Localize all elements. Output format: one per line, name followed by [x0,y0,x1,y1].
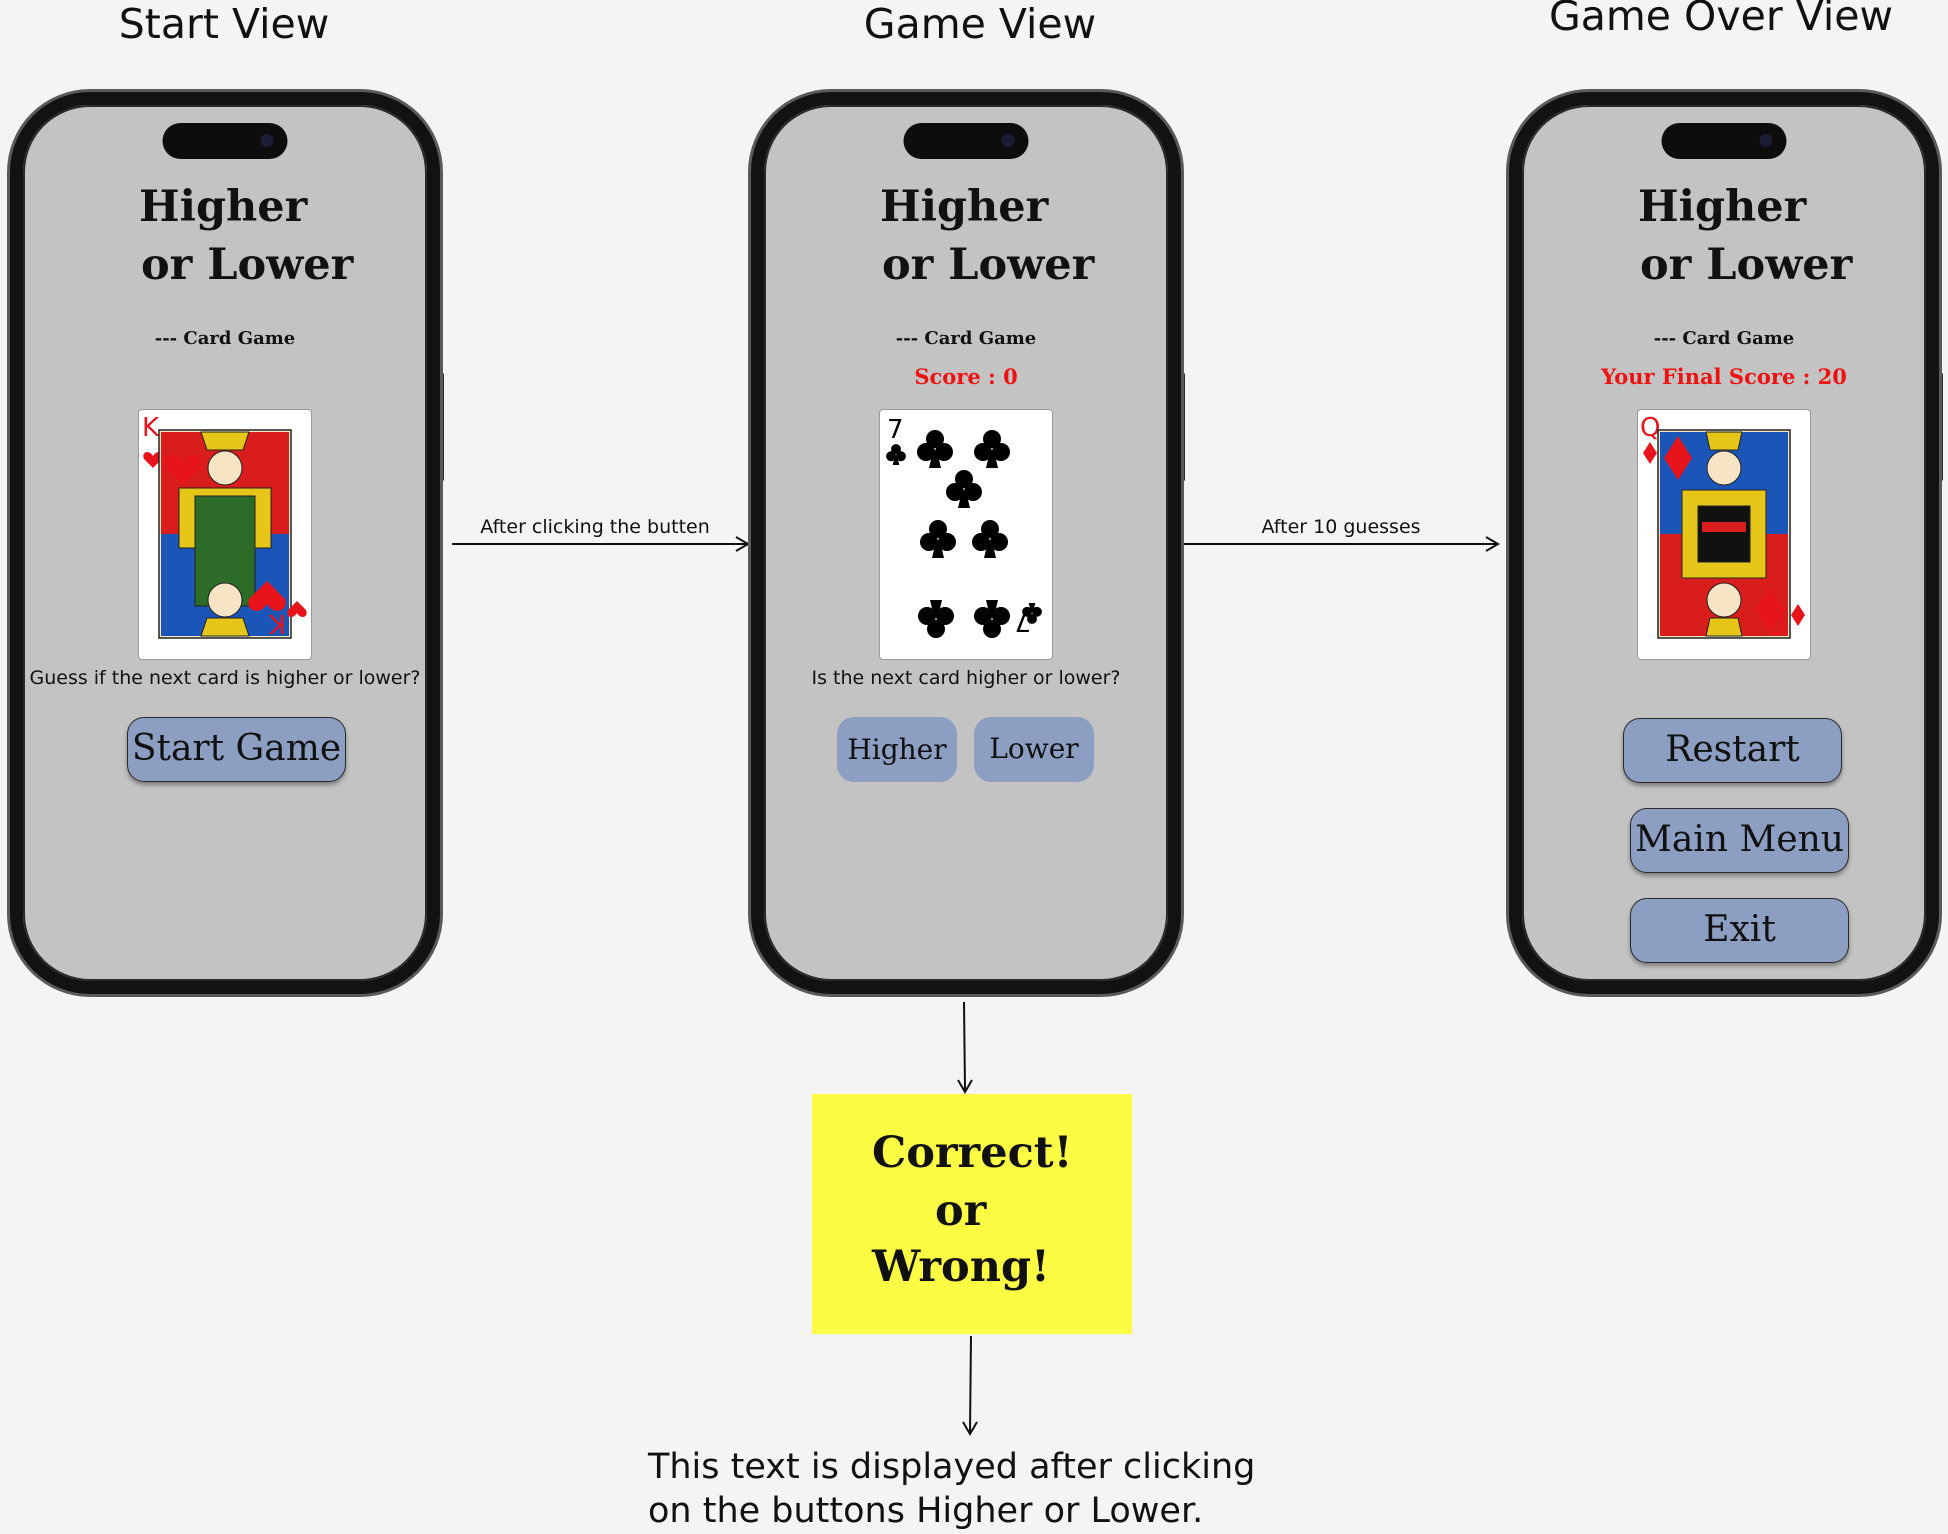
main-menu-button[interactable]: Main Menu [1630,808,1849,873]
playing-card-queen-of-diamonds: Q Q [1637,409,1811,660]
app-subtitle: --- Card Game [154,328,296,349]
app-title-line2: or Lower [141,240,354,290]
note-caption-line1: This text is displayed after clicking [648,1447,1256,1487]
app-title-line1: Higher [1638,182,1807,232]
app-title-line2: or Lower [882,240,1095,290]
card-rank: Q [1766,608,1786,638]
card-rank: Q [1640,413,1660,443]
note-line-correct: Correct! [872,1128,1073,1178]
prompt-text: Guess if the next card is higher or lowe… [29,667,421,689]
card-rank: 7 [887,415,904,445]
card-rank: 7 [1014,606,1031,636]
prompt-text: Is the next card higher or lower? [811,667,1121,689]
phone-game-over-view: Higher or Lower --- Card Game Your Final… [1509,92,1939,994]
restart-button[interactable]: Restart [1623,718,1842,783]
card-rank: K [268,608,286,638]
phone-side-button [1178,372,1185,482]
dynamic-island [1661,123,1787,159]
playing-card-seven-of-clubs: 7 7 [879,409,1053,660]
camera-icon [1001,134,1015,147]
note-caption-line2: on the buttons Higher or Lower. [648,1491,1204,1531]
score-text: Score : 0 [914,364,1018,389]
arrow-label-start-to-game: After clicking the butten [480,516,710,538]
app-title: Higher or Lower [23,178,427,294]
view-title-game-over: Game Over View [1548,0,1894,40]
note-caption: This text is displayed after clicking on… [648,1445,1288,1533]
app-subtitle: --- Card Game [895,328,1037,349]
final-score-text: Your Final Score : 20 [1601,364,1847,389]
playing-card-king-of-hearts: K K [138,409,312,660]
app-title-line2: or Lower [1640,240,1853,290]
phone-side-button [437,372,444,482]
dynamic-island [903,123,1029,159]
app-title-line1: Higher [139,182,308,232]
phone-game-view: Higher or Lower --- Card Game Score : 0 … [751,92,1181,994]
card-face-icon: Q Q [1640,413,1805,639]
right-arrow-icon [1184,536,1500,552]
lower-button[interactable]: Lower [974,717,1094,782]
card-rank: K [142,413,160,443]
app-title: Higher or Lower [764,178,1168,294]
higher-button[interactable]: Higher [837,717,957,782]
right-arrow-icon [452,536,750,552]
camera-icon [260,134,274,147]
arrow-label-game-to-game-over: After 10 guesses [1261,516,1421,538]
down-arrow-icon [957,1001,973,1094]
app-title-line1: Higher [880,182,1049,232]
camera-icon [1759,134,1773,147]
view-title-game: Game View [863,0,1097,48]
app-title: Higher or Lower [1522,178,1926,294]
phone-side-button [1936,372,1943,482]
note-line-or: or [935,1186,987,1236]
down-arrow-icon [962,1335,978,1436]
dynamic-island [162,123,288,159]
card-face-icon: 7 7 [886,415,1042,638]
card-face-icon: K K [142,413,307,639]
start-game-button[interactable]: Start Game [127,717,346,782]
note-line-wrong: Wrong! [872,1242,1050,1292]
exit-button[interactable]: Exit [1630,898,1849,963]
feedback-note: Correct! or Wrong! [812,1094,1132,1334]
phone-start-view: Higher or Lower --- Card Game K K Guess … [10,92,440,994]
app-subtitle: --- Card Game [1653,328,1795,349]
view-title-start: Start View [118,0,330,48]
